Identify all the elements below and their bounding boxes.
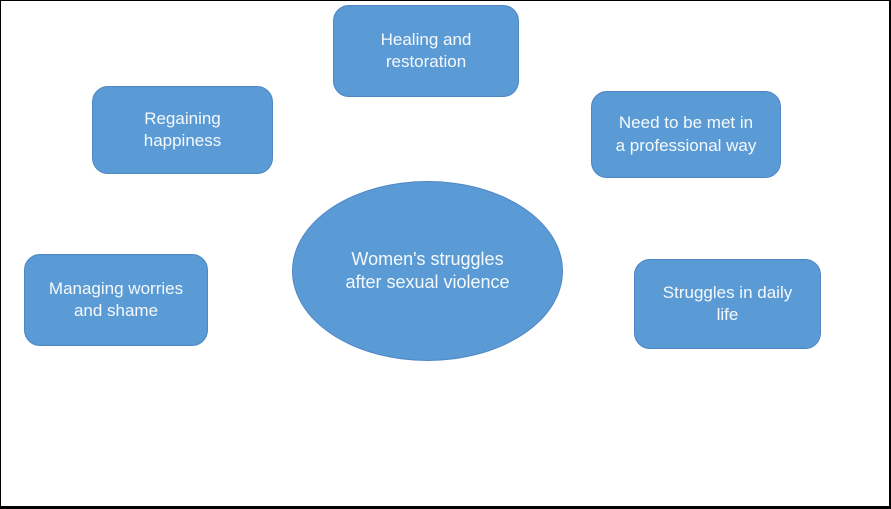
- node-label: Regaining happiness: [143, 108, 222, 150]
- center-label: Women's struggles after sexual violence: [345, 248, 510, 292]
- node-regaining-happiness: Regaining happiness: [92, 86, 273, 174]
- node-daily-struggles: Struggles in daily life: [634, 259, 821, 349]
- node-label: Need to be met in a professional way: [615, 113, 757, 155]
- node-managing-worries: Managing worries and shame: [24, 254, 208, 346]
- node-healing-restoration: Healing and restoration: [333, 5, 519, 97]
- node-label: Struggles in daily life: [662, 282, 793, 324]
- node-label: Healing and restoration: [380, 29, 472, 71]
- node-professional-support: Need to be met in a professional way: [591, 91, 781, 178]
- node-label: Managing worries and shame: [48, 278, 184, 320]
- center-ellipse: Women's struggles after sexual violence: [292, 181, 563, 361]
